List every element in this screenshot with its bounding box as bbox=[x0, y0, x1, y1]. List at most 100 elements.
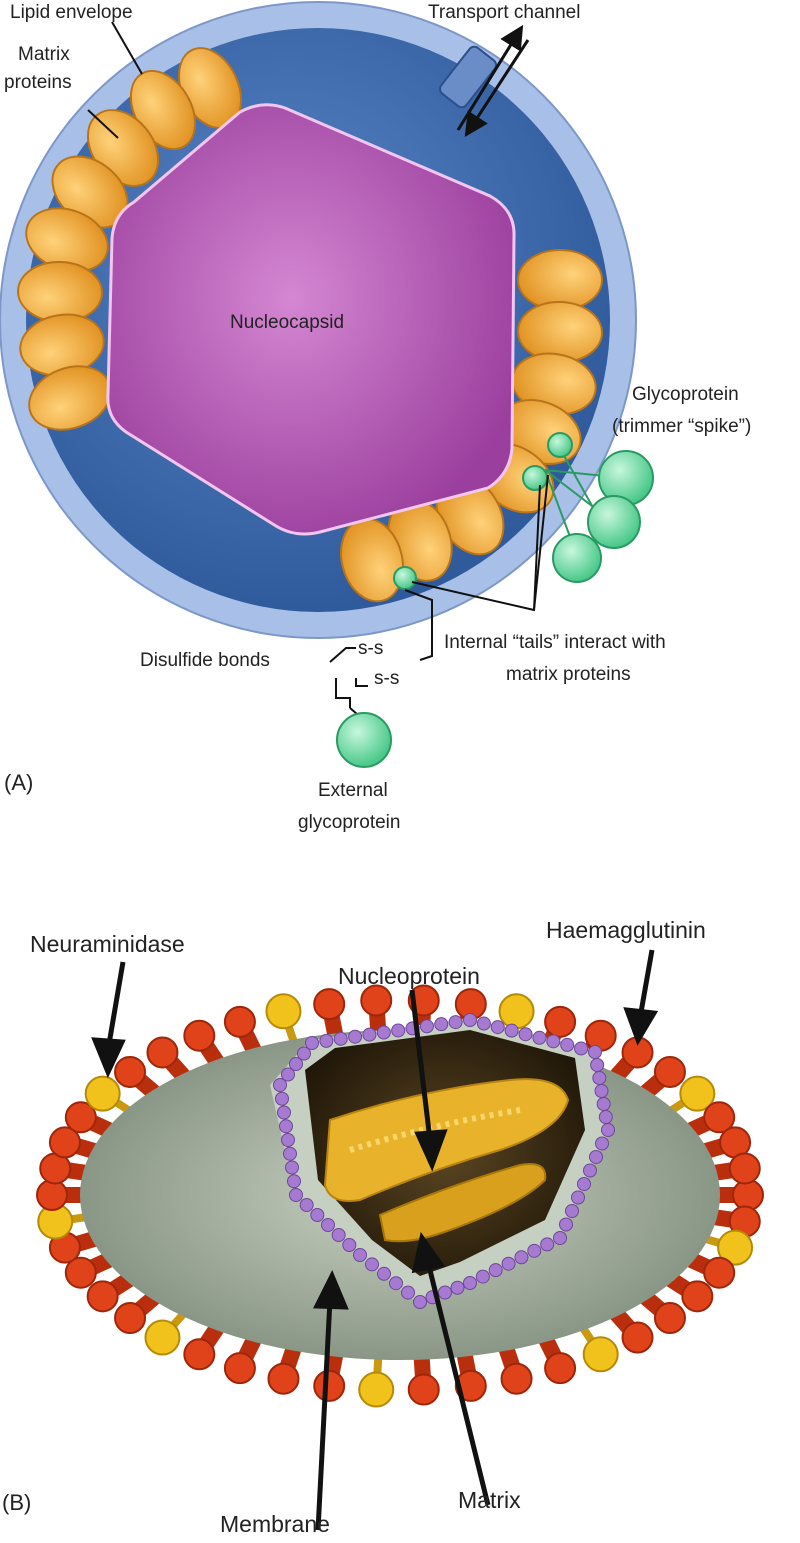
matrix-bead bbox=[450, 1280, 465, 1295]
label-internal-tails-2: matrix proteins bbox=[506, 664, 631, 685]
haemagglutinin-head bbox=[653, 1302, 686, 1335]
matrix-bead bbox=[281, 1133, 295, 1147]
neuraminidase-head bbox=[265, 993, 302, 1030]
label-disulfide-bonds: Disulfide bonds bbox=[140, 650, 270, 671]
glycoprotein-spike bbox=[522, 432, 654, 583]
label-transport-channel: Transport channel bbox=[428, 2, 580, 23]
matrix-bead bbox=[532, 1030, 547, 1045]
matrix-proteins bbox=[17, 47, 603, 603]
matrix-bead bbox=[592, 1071, 607, 1085]
matrix-bead bbox=[277, 1105, 291, 1120]
haemagglutinin-head bbox=[407, 1373, 440, 1406]
neuraminidase-head bbox=[717, 1229, 754, 1266]
haemagglutinin-head bbox=[313, 1369, 346, 1402]
matrix-bead bbox=[310, 1208, 325, 1222]
panel-a-tag: (A) bbox=[4, 770, 33, 795]
matrix-bead bbox=[348, 1029, 363, 1044]
label-glycoprotein-1: Glycoprotein bbox=[632, 384, 739, 405]
matrix-bead bbox=[463, 1276, 477, 1290]
panel-b: Neuraminidase Haemagglutinin Nucleoprote… bbox=[2, 917, 764, 1537]
panel-a: Lipid envelope Matrix proteins Transport… bbox=[0, 1, 751, 833]
matrix-bead bbox=[434, 1017, 449, 1032]
neuraminidase-head bbox=[358, 1371, 395, 1408]
haemagglutinin-head bbox=[86, 1280, 119, 1313]
haemagglutinin-head bbox=[183, 1338, 216, 1371]
matrix-bead bbox=[389, 1276, 403, 1291]
neuraminidase-head bbox=[144, 1319, 181, 1356]
matrix-bead bbox=[560, 1037, 575, 1052]
nucleocapsid bbox=[106, 103, 516, 536]
matrix-bead bbox=[527, 1243, 542, 1258]
matrix-bead bbox=[283, 1146, 297, 1161]
matrix-bead bbox=[365, 1257, 379, 1272]
haemagglutinin-head bbox=[500, 1362, 533, 1395]
matrix-bead bbox=[501, 1256, 516, 1271]
matrix-bead bbox=[571, 1190, 585, 1205]
matrix-bead bbox=[475, 1269, 490, 1284]
matrix-bead bbox=[540, 1237, 555, 1252]
haemagglutinin-head bbox=[48, 1126, 81, 1159]
matrix-bead bbox=[546, 1034, 561, 1049]
haemagglutinin-head bbox=[223, 1352, 256, 1385]
matrix-bead bbox=[275, 1091, 289, 1106]
haemagglutinin-head bbox=[681, 1280, 714, 1313]
haemagglutinin-head bbox=[732, 1179, 764, 1211]
haemagglutinin-head bbox=[64, 1101, 97, 1134]
haemagglutinin-head bbox=[454, 1369, 487, 1402]
haemagglutinin-head bbox=[223, 1005, 256, 1038]
matrix-bead bbox=[518, 1027, 533, 1042]
matrix-bead bbox=[438, 1285, 452, 1300]
matrix-bead bbox=[362, 1027, 377, 1042]
haemagglutinin-head bbox=[728, 1152, 761, 1185]
haemagglutinin-head bbox=[360, 984, 393, 1017]
matrix-bead bbox=[353, 1248, 367, 1262]
label-ss-2: s-s bbox=[374, 668, 399, 689]
panel-b-tag: (B) bbox=[2, 1490, 31, 1515]
haemagglutinin-head bbox=[703, 1101, 736, 1134]
matrix-bead bbox=[342, 1238, 357, 1252]
matrix-bead bbox=[305, 1036, 319, 1050]
matrix-layer bbox=[273, 1013, 615, 1309]
matrix-bead bbox=[590, 1058, 605, 1072]
matrix-bead bbox=[488, 1263, 503, 1278]
matrix-bead bbox=[448, 1015, 463, 1030]
label-nucleocapsid: Nucleocapsid bbox=[230, 312, 344, 333]
label-external-glycoprotein-1: External bbox=[318, 780, 388, 801]
label-membrane: Membrane bbox=[220, 1511, 330, 1537]
haemagglutinin-head bbox=[114, 1055, 147, 1088]
matrix-bead bbox=[413, 1295, 427, 1309]
neuraminidase-head bbox=[582, 1336, 619, 1373]
matrix-bead bbox=[594, 1084, 609, 1098]
matrix-bead bbox=[281, 1067, 295, 1082]
matrix-bead bbox=[333, 1031, 348, 1046]
matrix-bead bbox=[553, 1231, 567, 1245]
haemagglutinin-head bbox=[36, 1179, 68, 1211]
label-haemagglutinin: Haemagglutinin bbox=[546, 917, 706, 943]
matrix-bead bbox=[490, 1020, 505, 1035]
haemagglutinin-head bbox=[703, 1256, 736, 1289]
matrix-bead bbox=[577, 1177, 591, 1191]
matrix-bead bbox=[289, 1188, 303, 1202]
label-glycoprotein-2: (trimmer “spike”) bbox=[612, 416, 751, 437]
matrix-bead bbox=[583, 1163, 597, 1178]
haemagglutinin-head bbox=[653, 1055, 686, 1088]
haemagglutinin-head bbox=[544, 1005, 577, 1038]
matrix-bead bbox=[504, 1023, 519, 1038]
matrix-bead bbox=[377, 1266, 391, 1281]
matrix-bead bbox=[287, 1174, 301, 1189]
matrix-bead bbox=[601, 1123, 615, 1137]
haemagglutinin-head bbox=[313, 988, 346, 1021]
matrix-bead bbox=[331, 1228, 346, 1242]
neuraminidase-head bbox=[679, 1075, 716, 1112]
haemagglutinin-head bbox=[584, 1019, 617, 1052]
haemagglutinin-head bbox=[621, 1321, 654, 1354]
matrix-bead bbox=[289, 1057, 303, 1071]
matrix-bead bbox=[463, 1013, 477, 1027]
matrix-bead bbox=[319, 1033, 334, 1048]
matrix-bead bbox=[321, 1218, 335, 1232]
label-lipid-envelope: Lipid envelope bbox=[10, 2, 133, 23]
label-ss-1: s-s bbox=[358, 638, 383, 659]
matrix-bead bbox=[589, 1150, 603, 1164]
matrix-bead bbox=[596, 1097, 611, 1111]
